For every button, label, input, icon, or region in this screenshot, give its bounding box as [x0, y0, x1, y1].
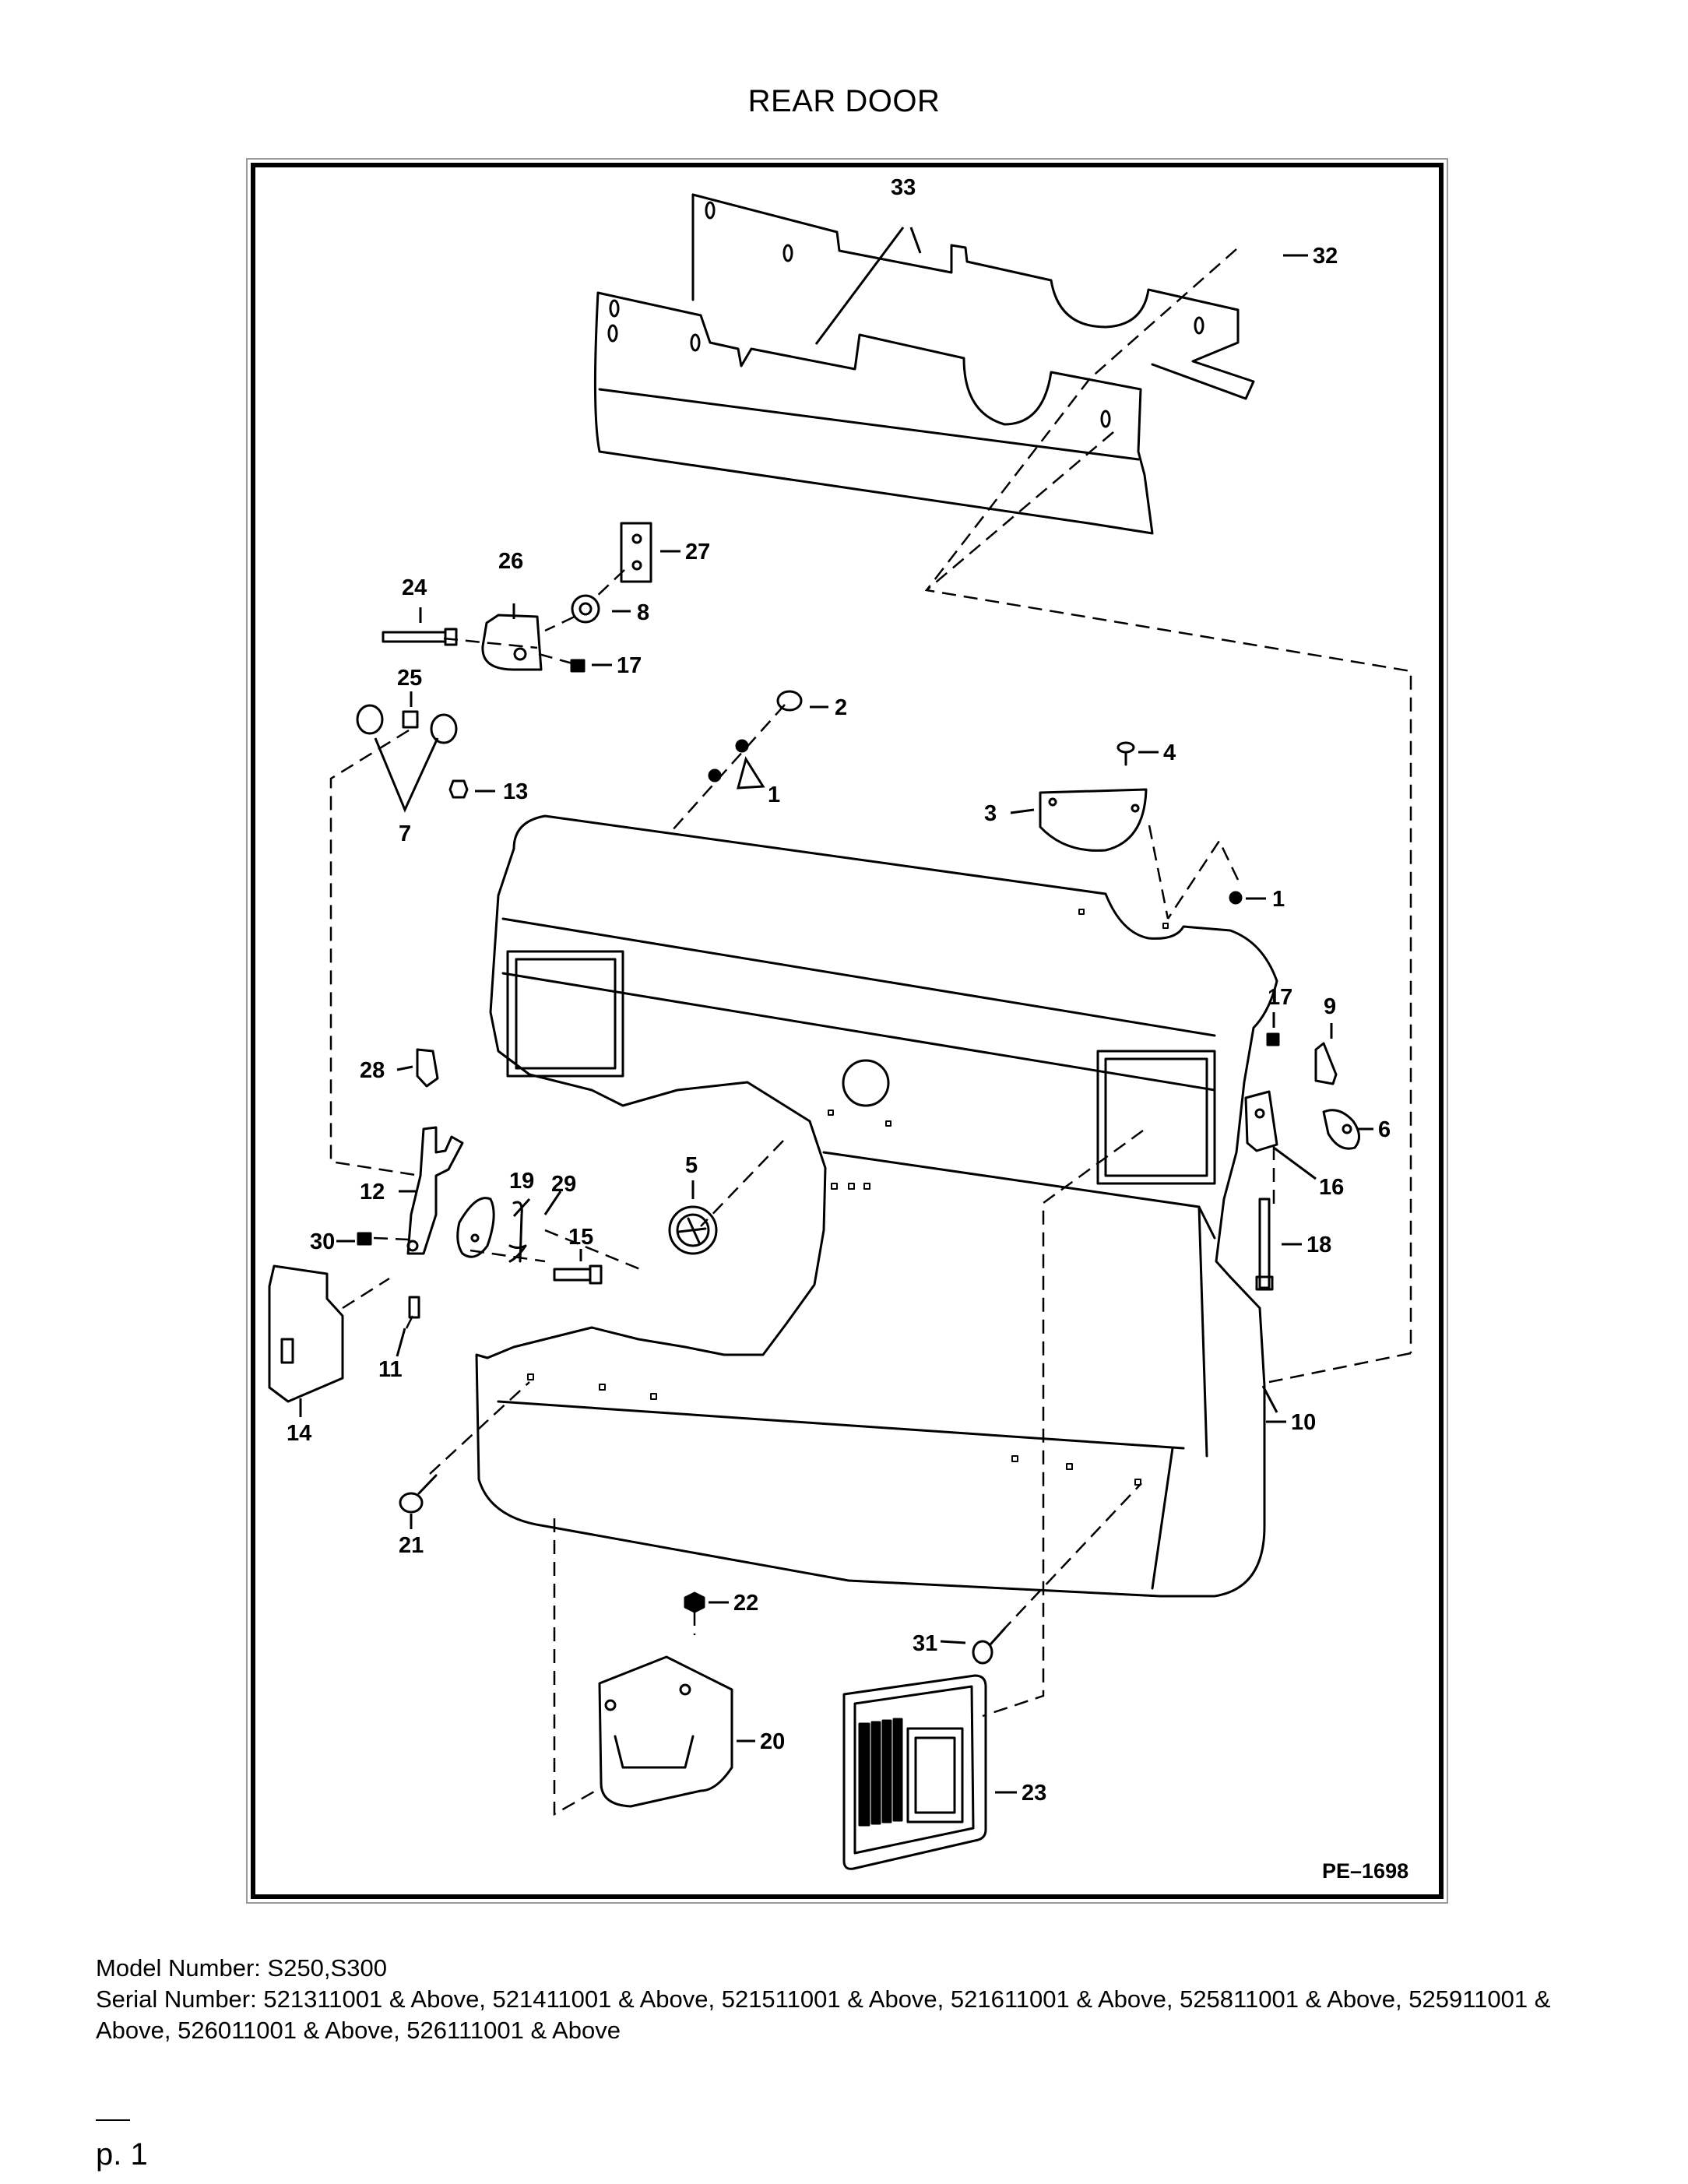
callout-21: 21 [399, 1533, 424, 1558]
callout-2: 2 [835, 695, 847, 720]
callout-27: 27 [685, 540, 710, 564]
page-number: p. 1 [96, 2137, 148, 2172]
callout-4: 4 [1163, 740, 1176, 765]
screw-part-4 [1117, 741, 1135, 766]
callout-1-left: 1 [768, 783, 780, 807]
cover-plate-part-3 [1039, 788, 1148, 852]
callout-16: 16 [1319, 1175, 1344, 1200]
washer-part-8 [571, 594, 600, 624]
bolt-part-13 [448, 779, 469, 799]
roller-part-25-7 [356, 704, 458, 744]
callout-18: 18 [1306, 1233, 1331, 1257]
footer-rule [96, 2119, 130, 2121]
callout-9: 9 [1324, 994, 1336, 1019]
assembly-lines [329, 248, 1412, 1816]
callout-14: 14 [287, 1421, 311, 1446]
plate-part-23 [842, 1674, 987, 1870]
callout-15: 15 [568, 1225, 593, 1250]
callout-26: 26 [498, 549, 523, 574]
callout-17-right: 17 [1268, 985, 1292, 1010]
pivot-bracket-part-26 [481, 614, 543, 671]
callout-6: 6 [1378, 1117, 1391, 1142]
callout-29: 29 [551, 1172, 576, 1197]
callout-12: 12 [360, 1180, 385, 1205]
callout-3: 3 [984, 801, 997, 826]
diagram-frame [251, 163, 1444, 1899]
drawing-code: PE–1698 [1322, 1859, 1409, 1883]
leader-lines [299, 227, 1373, 1794]
callout-1-right: 1 [1272, 887, 1285, 912]
callout-32: 32 [1313, 244, 1338, 269]
bolt-part-21 [399, 1474, 438, 1514]
handle-part-5 [668, 1205, 718, 1255]
nut-part-17-top [570, 659, 586, 673]
callout-22: 22 [733, 1591, 758, 1616]
callout-11: 11 [378, 1357, 403, 1382]
nut-part-22 [684, 1591, 705, 1613]
page-title: REAR DOOR [747, 84, 941, 118]
callout-10: 10 [1291, 1410, 1316, 1435]
bolt-part-31 [972, 1627, 1006, 1665]
rear-door-part-10 [475, 814, 1278, 1598]
callout-25: 25 [397, 666, 422, 691]
callout-33: 33 [891, 175, 916, 200]
model-serial-info: Model Number: S250,S300 Serial Number: 5… [96, 1953, 1622, 2046]
bushing-part-2 [776, 690, 803, 712]
latch-assembly [268, 1048, 603, 1403]
bracket-part-20 [598, 1655, 733, 1808]
bracket-part-27 [620, 522, 652, 583]
nut-part-1-right [1229, 891, 1243, 905]
upper-panel-rear-part-33 [691, 193, 1255, 400]
door-holes [527, 909, 1169, 1486]
callout-13: 13 [503, 779, 528, 804]
callout-17-top: 17 [617, 653, 642, 678]
callout-28: 28 [360, 1058, 385, 1083]
bolt-part-24 [382, 628, 458, 646]
callout-31: 31 [913, 1631, 937, 1656]
hinge-parts-right [1244, 1032, 1360, 1291]
callout-7: 7 [399, 821, 411, 846]
callout-19: 19 [509, 1169, 534, 1194]
callout-23: 23 [1022, 1781, 1046, 1806]
callout-8: 8 [637, 600, 649, 625]
upper-panel-front-part-33 [593, 201, 1204, 535]
callout-5: 5 [685, 1153, 698, 1178]
callout-24: 24 [402, 575, 427, 600]
serial-number: Serial Number: 521311001 & Above, 521411… [96, 1985, 1551, 2044]
diagram-frame-outer [246, 158, 1448, 1904]
model-number: Model Number: S250,S300 [96, 1954, 387, 1982]
callout-30: 30 [310, 1229, 335, 1254]
callout-20: 20 [760, 1729, 785, 1754]
